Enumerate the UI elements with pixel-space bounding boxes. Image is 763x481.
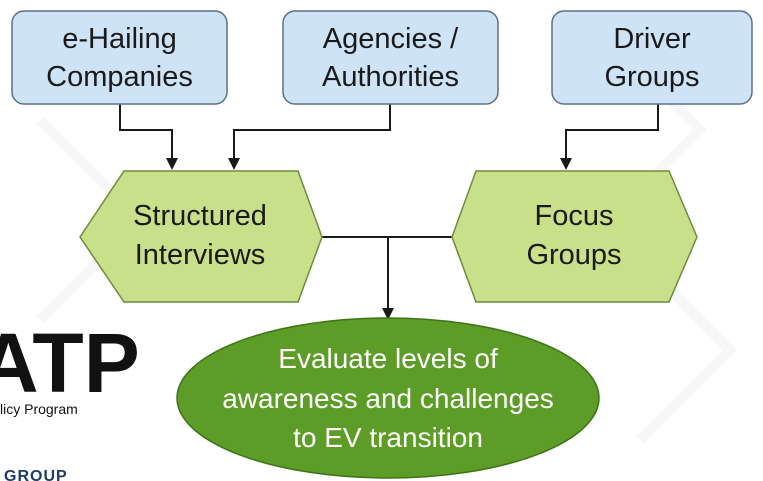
source-box-shape: [282, 10, 499, 105]
connector-ehailing-to-interviews: [119, 104, 178, 170]
hexagon-shape: [79, 170, 323, 303]
source-ehailing-line-2: Companies: [46, 61, 193, 93]
source-ehailing-box: e-Hailing Companies: [11, 10, 228, 105]
partner-logo: ATP licy Program GROUP: [0, 316, 140, 481]
hexagon-shape: [451, 170, 698, 303]
connector-agencies-to-interviews: [228, 104, 391, 170]
connector-driver-to-focus: [560, 104, 659, 170]
outcome-line-2: awareness and challenges: [222, 383, 554, 414]
method-focus-hexagon: Focus Groups: [451, 170, 698, 303]
source-ehailing-line-1: e-Hailing: [62, 23, 176, 55]
source-driver-box: Driver Groups: [551, 10, 753, 105]
source-agencies-line-1: Agencies /: [323, 23, 459, 55]
method-focus-line-2: Groups: [526, 239, 621, 271]
source-driver-line-2: Groups: [604, 61, 699, 93]
source-driver-line-1: Driver: [613, 23, 691, 55]
source-agencies-line-2: Authorities: [322, 61, 459, 93]
source-box-shape: [11, 10, 228, 105]
source-box-shape: [551, 10, 753, 105]
logo-wordmark: ATP: [0, 316, 140, 410]
outcome-line-1: Evaluate levels of: [278, 343, 498, 374]
logo-cropped-text: GROUP: [4, 468, 68, 481]
logo-tagline: licy Program: [0, 401, 78, 417]
connectors: [119, 104, 659, 320]
source-agencies-box: Agencies / Authorities: [282, 10, 499, 105]
method-interviews-line-1: Structured: [133, 200, 267, 232]
ellipse-shape: [176, 317, 600, 479]
connector-interviews-to-outcome: [322, 236, 394, 320]
outcome-ellipse: Evaluate levels of awareness and challen…: [176, 317, 600, 479]
method-interviews-line-2: Interviews: [135, 239, 266, 271]
method-interviews-hexagon: Structured Interviews: [79, 170, 323, 303]
outcome-line-3: to EV transition: [293, 422, 483, 453]
method-focus-line-1: Focus: [535, 200, 614, 232]
